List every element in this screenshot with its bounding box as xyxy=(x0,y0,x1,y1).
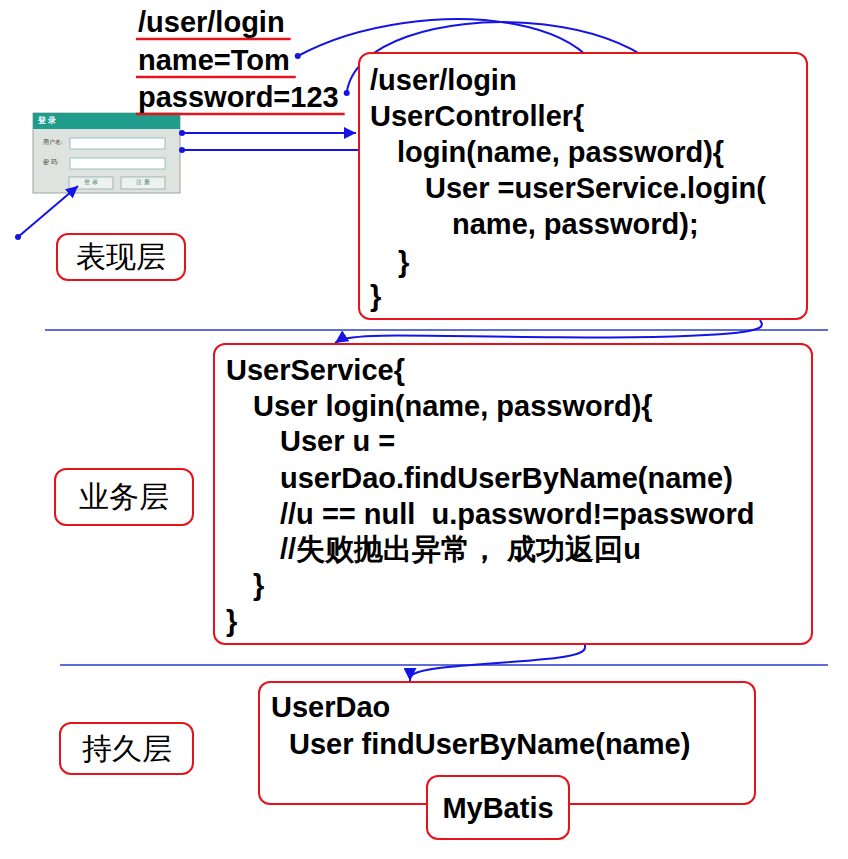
code-line: name, password); xyxy=(452,208,699,240)
code-line: User login(name, password){ xyxy=(253,390,653,422)
layer-name: 表现层 xyxy=(76,240,166,274)
layer-separator xyxy=(45,329,828,331)
code-line: UserService{ xyxy=(226,354,405,386)
form-title: 登 录 xyxy=(38,116,56,126)
layer-name: 业务层 xyxy=(79,480,169,514)
code-line: login(name, password){ xyxy=(397,136,724,168)
layer-separator xyxy=(60,664,828,666)
code-line: userDao.findUserByName(name) xyxy=(280,462,733,494)
form-button xyxy=(121,177,165,189)
code-line: } xyxy=(253,569,264,601)
layer-label-box: 持久层 xyxy=(59,722,194,775)
param-dot xyxy=(295,53,301,59)
form-button-text: 注 册 xyxy=(136,179,150,186)
code-line: User =userService.login( xyxy=(425,172,766,204)
code-box: UserService{ User login(name, password){U… xyxy=(213,343,813,645)
call-arrow xyxy=(335,320,762,343)
form-input xyxy=(70,158,165,169)
code-line: UserDao xyxy=(271,691,390,723)
code-line: //失败抛出异常， 成功返回u xyxy=(280,533,641,565)
layer-label-box: 表现层 xyxy=(56,233,186,281)
request-param: password=123 xyxy=(138,80,339,115)
code-line: } xyxy=(398,246,409,278)
underline xyxy=(136,113,345,116)
login-form-illustration xyxy=(33,113,180,193)
form-field-label: 密 码: xyxy=(43,159,58,166)
code-line: } xyxy=(370,280,381,312)
code-box: /user/loginUserController{ login(name, pa… xyxy=(358,52,808,320)
code-line: } xyxy=(226,605,237,637)
form-field-label: 用户名: xyxy=(43,139,63,146)
underline xyxy=(136,38,291,41)
code-line: UserController{ xyxy=(370,100,584,132)
request-url: /user/login xyxy=(138,5,285,40)
framework-box: MyBatis xyxy=(426,775,570,840)
underline xyxy=(136,76,296,79)
flow-dot xyxy=(179,147,185,153)
param-dot xyxy=(344,90,350,96)
layer-label-box: 业务层 xyxy=(54,468,194,526)
code-line: User u = xyxy=(280,425,395,457)
pointer-arrow xyxy=(18,186,78,237)
flow-arrow xyxy=(182,132,356,134)
framework-name: MyBatis xyxy=(442,792,553,824)
layer-name: 持久层 xyxy=(82,732,172,766)
flow-dot xyxy=(179,130,185,136)
call-arrow xyxy=(410,645,585,681)
code-line: User findUserByName(name) xyxy=(289,728,690,760)
code-line: //u == null u.password!=password xyxy=(280,498,755,530)
form-titlebar xyxy=(33,113,180,129)
request-param: name=Tom xyxy=(138,43,290,78)
form-button-text: 登 录 xyxy=(84,179,98,186)
form-input xyxy=(70,138,165,149)
form-window xyxy=(33,113,180,193)
code-line: /user/login xyxy=(370,64,517,96)
